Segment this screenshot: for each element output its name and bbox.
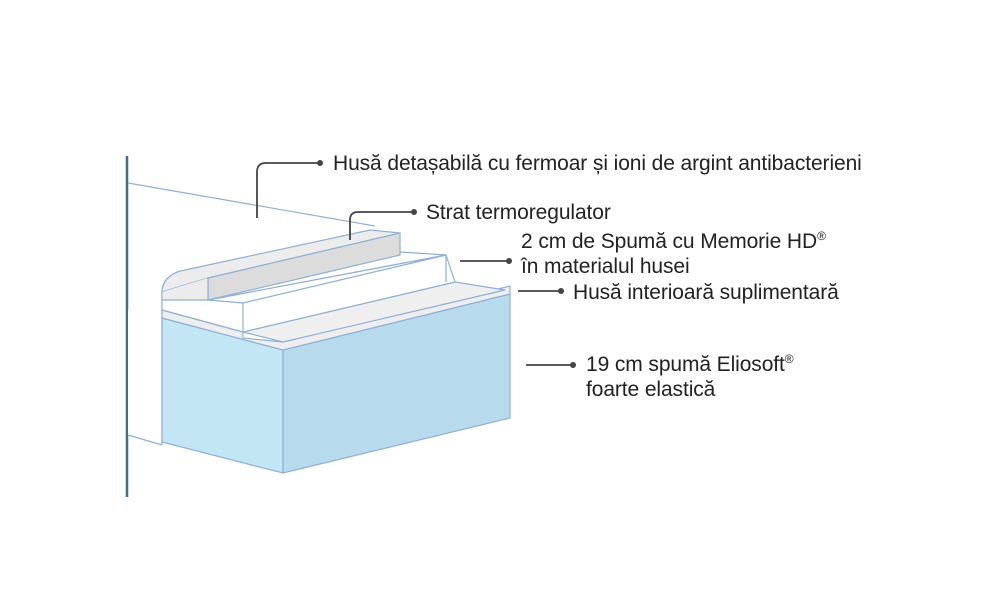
- registered-mark: ®: [817, 229, 826, 243]
- label-thermo: Strat termoregulator: [426, 200, 611, 225]
- label-memory-line1: 2 cm de Spumă cu Memorie HD: [521, 230, 818, 253]
- label-foam-line2: foarte elastică: [586, 378, 716, 401]
- label-memory-foam: 2 cm de Spumă cu Memorie HD® în material…: [521, 229, 826, 279]
- leader-dots: [317, 160, 576, 368]
- foam-block: [161, 293, 511, 474]
- leader-lines: [256, 162, 572, 366]
- label-inner-cover: Husă interioară suplimentară: [573, 280, 839, 305]
- label-foam: 19 cm spumă Eliosoft® foarte elastică: [586, 352, 794, 402]
- label-foam-line1: 19 cm spumă Eliosoft: [586, 353, 785, 376]
- label-memory-line2: în materialul husei: [521, 255, 690, 278]
- thermoregulating-layer: [161, 229, 401, 301]
- label-cover: Husă detașabilă cu fermoar și ioni de ar…: [333, 151, 862, 176]
- label-cover-text: Husă detașabilă cu fermoar și ioni de ar…: [333, 152, 862, 175]
- leader-thermo: [349, 211, 412, 240]
- white-layer: [161, 251, 456, 333]
- leader-cover: [256, 162, 318, 218]
- label-inner-cover-text: Husă interioară suplimentară: [573, 281, 839, 304]
- inner-cover-layer: [161, 285, 511, 351]
- registered-mark: ®: [784, 352, 794, 366]
- label-thermo-text: Strat termoregulator: [426, 201, 611, 224]
